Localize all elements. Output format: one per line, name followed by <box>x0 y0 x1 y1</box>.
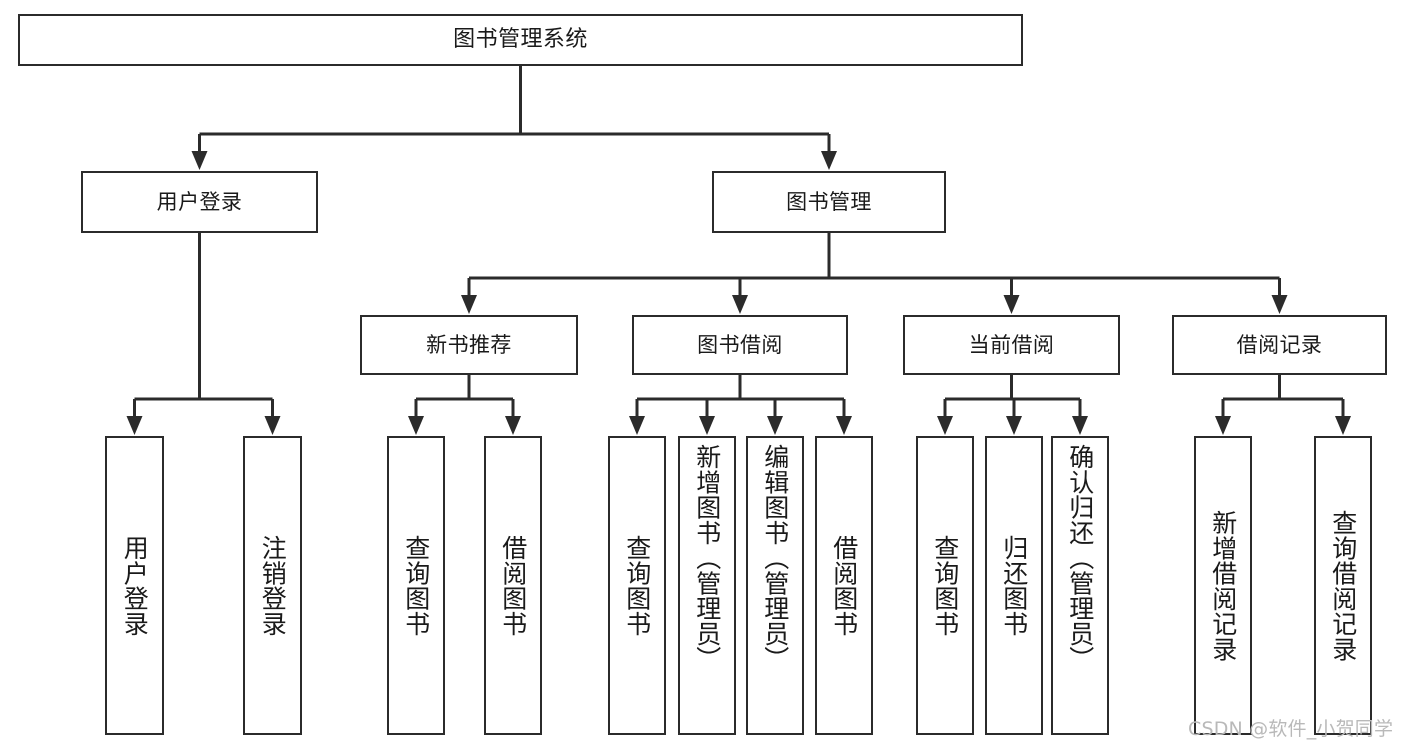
node-label: 新增图书（管理员） <box>692 444 722 672</box>
node-root[interactable]: 图书管理系统 <box>18 14 1023 66</box>
node-label: 当前借阅 <box>968 332 1055 357</box>
node-new-book-rec[interactable]: 新书推荐 <box>360 315 578 375</box>
node-label: 借阅图书 <box>829 535 859 636</box>
node-label: 查询图书 <box>401 535 431 636</box>
node-label: 图书借阅 <box>697 332 783 357</box>
node-label: 查询图书 <box>622 535 652 636</box>
node-leaf-rec-query[interactable]: 查询图书 <box>387 436 445 735</box>
node-label: 用户登录 <box>120 535 150 636</box>
node-leaf-book-edit[interactable]: 编辑图书（管理员） <box>746 436 804 735</box>
watermark: CSDN @软件_小贺同学 <box>1188 718 1394 740</box>
node-label: 借阅记录 <box>1236 332 1323 357</box>
node-leaf-rec-add[interactable]: 新增借阅记录 <box>1194 436 1252 735</box>
node-label: 新增借阅记录 <box>1208 509 1238 662</box>
node-label: 新书推荐 <box>426 332 512 357</box>
node-leaf-user-login[interactable]: 用户登录 <box>105 436 164 735</box>
node-label: 查询图书 <box>930 535 960 636</box>
node-book-manage[interactable]: 图书管理 <box>712 171 946 233</box>
node-label: 归还图书 <box>999 535 1029 636</box>
node-leaf-book-lend[interactable]: 借阅图书 <box>815 436 873 735</box>
node-label: 编辑图书（管理员） <box>760 444 790 672</box>
node-label: 图书管理系统 <box>453 27 588 53</box>
node-label: 查询借阅记录 <box>1328 509 1358 662</box>
node-user-login[interactable]: 用户登录 <box>81 171 318 233</box>
node-borrow-record[interactable]: 借阅记录 <box>1172 315 1387 375</box>
node-leaf-rec-borrow[interactable]: 借阅图书 <box>484 436 542 735</box>
node-leaf-user-logout[interactable]: 注销登录 <box>243 436 302 735</box>
node-label: 注销登录 <box>258 535 288 636</box>
node-leaf-cur-confirm[interactable]: 确认归还（管理员） <box>1051 436 1109 735</box>
node-leaf-book-add[interactable]: 新增图书（管理员） <box>678 436 736 735</box>
node-label: 图书管理 <box>786 189 872 214</box>
node-leaf-cur-return[interactable]: 归还图书 <box>985 436 1043 735</box>
node-current-borrow[interactable]: 当前借阅 <box>903 315 1120 375</box>
node-leaf-borrow-query[interactable]: 查询图书 <box>608 436 666 735</box>
node-book-borrow[interactable]: 图书借阅 <box>632 315 848 375</box>
node-label: 确认归还（管理员） <box>1065 444 1095 672</box>
node-label: 用户登录 <box>156 189 243 214</box>
node-leaf-rec-search[interactable]: 查询借阅记录 <box>1314 436 1372 735</box>
node-label: 借阅图书 <box>498 535 528 636</box>
node-leaf-cur-query[interactable]: 查询图书 <box>916 436 974 735</box>
